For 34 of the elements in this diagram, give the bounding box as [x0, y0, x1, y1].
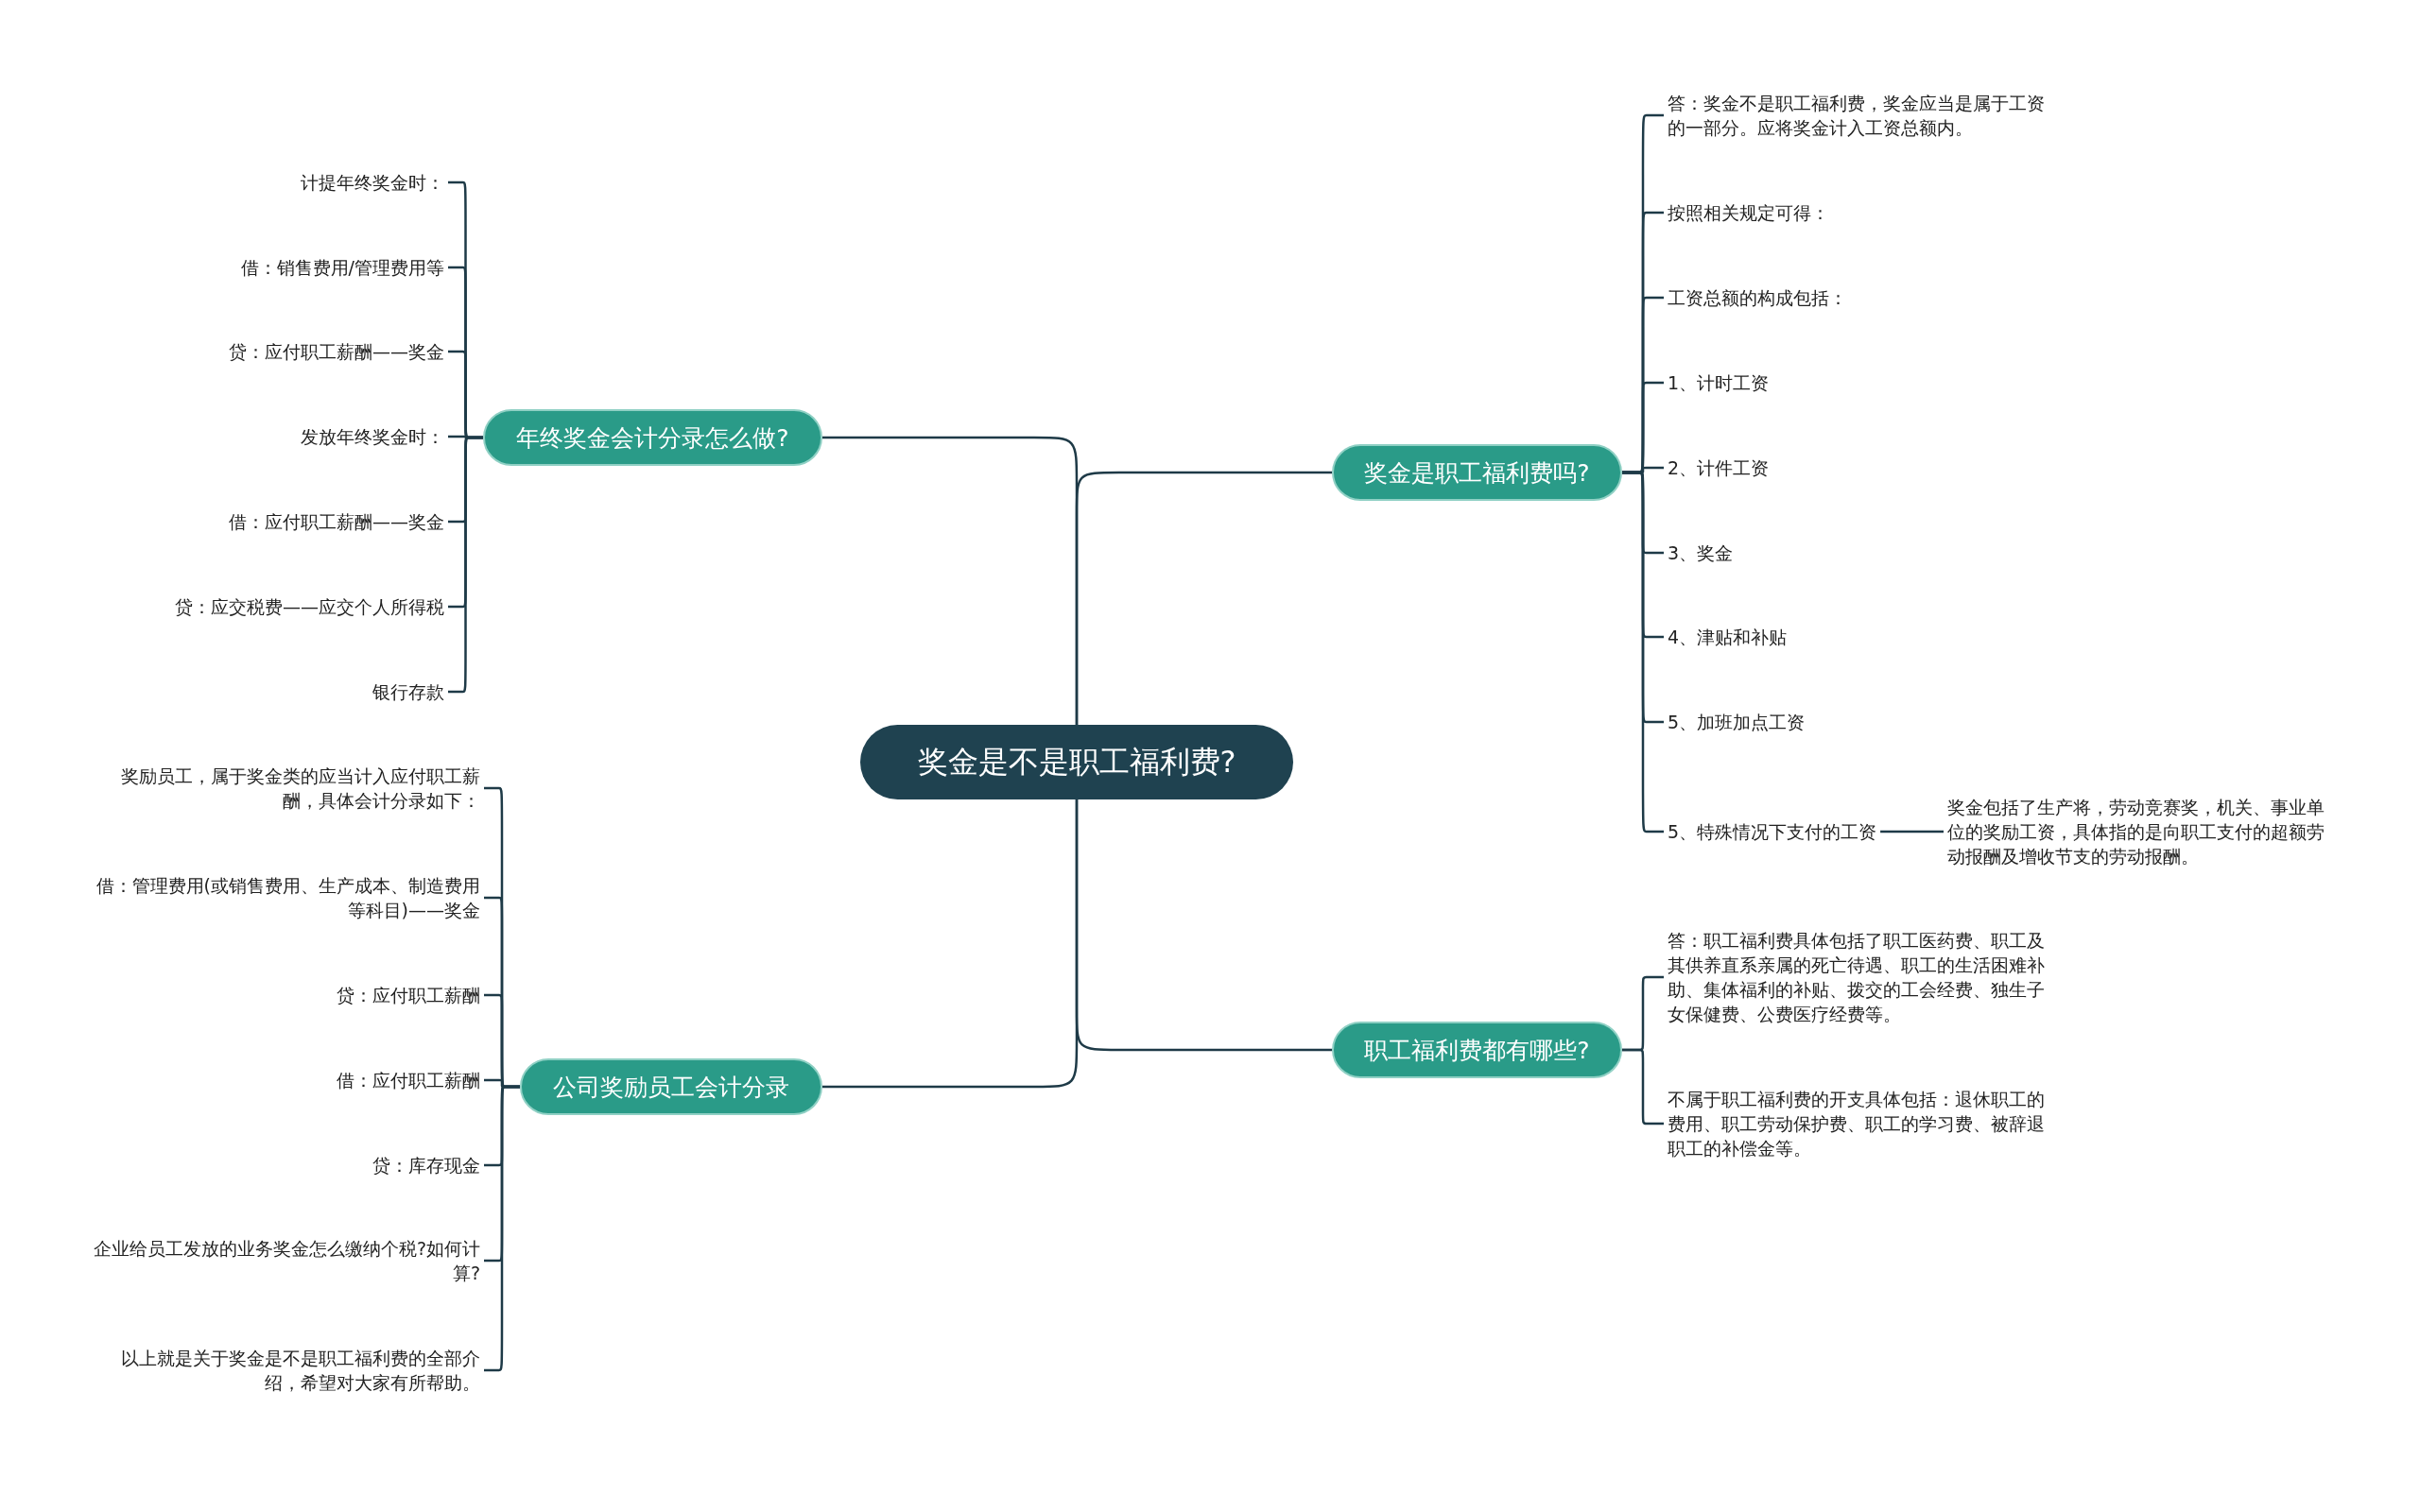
- subtopic-text: 5、加班加点工资: [1664, 708, 1809, 736]
- subtopic-text: 答：职工福利费具体包括了职工医药费、职工及其供养直系亲属的死亡待遇、职工的生活困难补助、集体福利的补贴、拨交的工会经费、独生子女保健费、公费医疗经费等。: [1664, 926, 2061, 1028]
- subtopic-text: 5、特殊情况下支付的工资: [1664, 817, 1881, 846]
- subtopic-text: 借：应付职工薪酬: [333, 1066, 484, 1094]
- topic-pill: 年终奖金会计分录怎么做?: [483, 409, 822, 466]
- topic-pill: 职工福利费都有哪些?: [1332, 1022, 1622, 1078]
- subtopic-text: 按照相关规定可得：: [1664, 198, 1833, 227]
- subtopic-text: 4、津贴和补贴: [1664, 623, 1791, 651]
- topic-pill: 奖金是职工福利费吗?: [1332, 444, 1622, 501]
- subtopic-text: 1、计时工资: [1664, 369, 1773, 397]
- subtopic-text: 工资总额的构成包括：: [1664, 284, 1851, 312]
- subtopic-text: 贷：应交税费——应交个人所得税: [171, 593, 448, 621]
- subtopic-text: 计提年终奖金时：: [297, 168, 448, 197]
- subtopic-text: 不属于职工福利费的开支具体包括：退休职工的费用、职工劳动保护费、职工的学习费、被辞退职工的补偿金等。: [1664, 1085, 2061, 1162]
- connector-line: [1075, 471, 1332, 725]
- topic-pill: 公司奖励员工会计分录: [520, 1058, 822, 1115]
- subtopic-text: 贷：应付职工薪酬——奖金: [225, 337, 448, 366]
- subtopic-text: 发放年终奖金时：: [297, 422, 448, 451]
- connector-line: [1075, 799, 1332, 1052]
- subtopic-text: 贷：库存现金: [369, 1151, 484, 1179]
- subtopic-text: 2、计件工资: [1664, 454, 1773, 482]
- subtopic-text: 银行存款: [369, 678, 448, 706]
- subtopic-text: 3、奖金: [1664, 539, 1737, 567]
- subtopic-text: 奖金包括了生产将，劳动竞赛奖，机关、事业单位的奖励工资，具体指的是向职工支付的超额劳动报酬及增收节支的劳动报酬。: [1944, 793, 2341, 870]
- subtopic-text: 以上就是关于奖金是不是职工福利费的全部介绍，希望对大家有所帮助。: [87, 1344, 484, 1397]
- central-topic: 奖金是不是职工福利费?: [860, 725, 1293, 799]
- subtopic-text: 答：奖金不是职工福利费，奖金应当是属于工资的一部分。应将奖金计入工资总额内。: [1664, 89, 2061, 142]
- connector-line: [1880, 830, 1944, 833]
- subtopic-text: 贷：应付职工薪酬: [333, 981, 484, 1009]
- subtopic-text: 企业给员工发放的业务奖金怎么缴纳个税?如何计算?: [87, 1234, 484, 1287]
- subtopic-text: 借：管理费用(或销售费用、生产成本、制造费用等科目)——奖金: [87, 871, 484, 924]
- subtopic-text: 借：应付职工薪酬——奖金: [225, 507, 448, 536]
- subtopic-text: 奖励员工，属于奖金类的应当计入应付职工薪酬，具体会计分录如下：: [87, 762, 484, 815]
- subtopic-text: 借：销售费用/管理费用等: [236, 253, 448, 282]
